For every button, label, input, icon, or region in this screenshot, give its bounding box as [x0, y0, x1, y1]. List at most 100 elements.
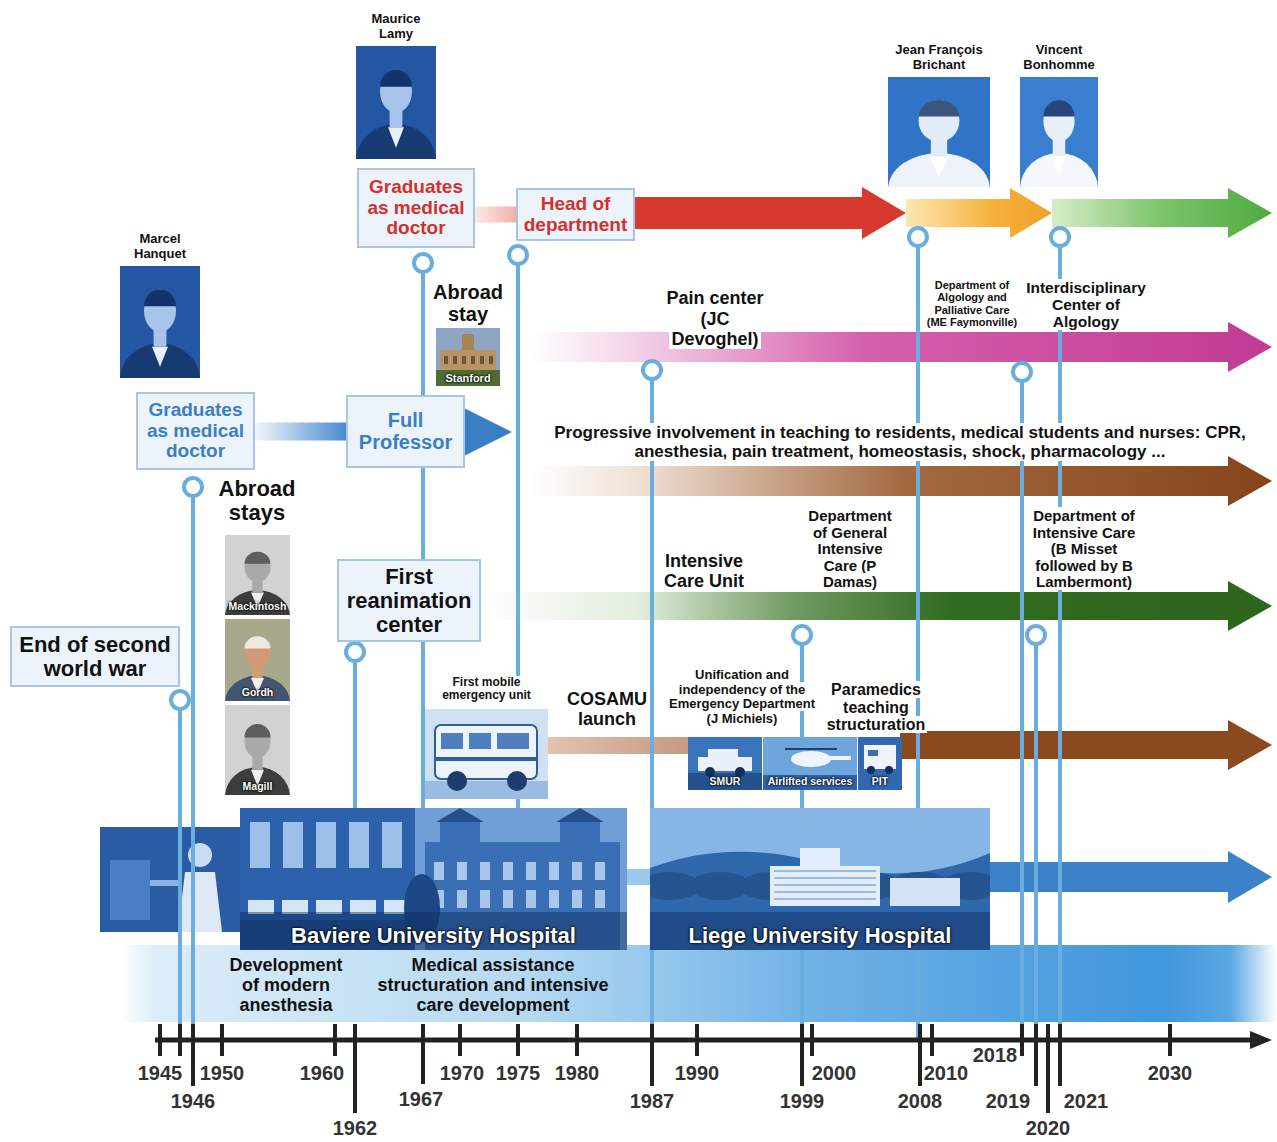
photo-tile: PIT	[858, 737, 902, 790]
period-label: Medical assistance structuration and int…	[375, 955, 610, 1015]
ambulance-body	[864, 745, 896, 769]
photo-background	[858, 737, 902, 790]
axis-ticks	[160, 1024, 1170, 1113]
portrait-photo: Marcel Hanquet	[120, 232, 200, 378]
photo-head	[245, 724, 271, 758]
event-dot	[509, 246, 527, 264]
year-label: 1946	[169, 1090, 218, 1112]
photo-head	[144, 289, 176, 332]
photo-frame: Stanford	[436, 328, 500, 386]
photo-ground	[436, 370, 500, 386]
photo-frame	[425, 709, 548, 799]
photo-body	[1020, 153, 1098, 187]
event-box: Full Professor	[346, 395, 465, 468]
building-window	[503, 862, 513, 880]
year-slot: 1987	[622, 1090, 682, 1113]
photo-collar	[1051, 156, 1067, 176]
photo-tile: SMUR	[688, 737, 762, 790]
note-slot: Progressive involvement in teaching to r…	[538, 423, 1262, 461]
building-window	[457, 890, 467, 908]
ward-window	[382, 822, 402, 868]
building-window	[549, 890, 559, 908]
portrait-drawing	[888, 77, 990, 187]
note-slot: Intensive Care Unit	[656, 551, 752, 591]
note-slot: Abroad stays	[211, 477, 303, 525]
axis-tick	[1046, 1024, 1050, 1113]
year-label: 2018	[971, 1044, 1020, 1066]
building-window	[503, 890, 513, 908]
axis-tick	[1058, 1024, 1062, 1086]
photo-ground	[425, 781, 548, 799]
photo-collar	[929, 156, 949, 176]
year-slot: 2010	[916, 1062, 976, 1085]
photo-road	[688, 773, 762, 790]
year-slot: 1962	[325, 1117, 385, 1140]
photo-head	[919, 100, 960, 142]
photo-background	[436, 328, 500, 386]
axis-tick	[575, 1024, 579, 1056]
event-box: End of second world war	[10, 626, 180, 687]
event-label: Graduates as medical doctor	[365, 177, 467, 239]
axis-tick	[178, 1024, 182, 1056]
photo-tile: Mackintosh	[225, 535, 290, 615]
stanford-building	[440, 350, 496, 372]
photo-hair	[144, 289, 176, 306]
timeline-note: COSAMU launch	[565, 689, 649, 729]
event-label: End of second world war	[18, 633, 172, 681]
event-dot	[1051, 228, 1069, 246]
photo-background	[225, 535, 290, 615]
axis-tick	[650, 1024, 654, 1086]
head-arrow	[628, 187, 906, 239]
helicopter-body	[791, 751, 831, 767]
axis-tick	[1168, 1024, 1172, 1056]
van-wheel	[507, 771, 527, 791]
year-label: 2021	[1062, 1090, 1111, 1112]
person-name: Vincent Bonhomme	[1020, 43, 1098, 73]
building-window	[480, 890, 490, 908]
photo-caption: SMUR	[710, 776, 741, 790]
building-window	[572, 862, 582, 880]
hospital-arrow	[985, 851, 1272, 903]
note-slot: COSAMU launch	[561, 689, 653, 729]
event-dots	[171, 228, 1069, 709]
timeline-note: Department of Intensive Care (B Misset f…	[1031, 507, 1138, 590]
photo-tile: Liege University Hospital	[650, 808, 990, 950]
photo-head	[245, 636, 271, 667]
photo-background	[100, 827, 240, 932]
ward-window	[316, 822, 336, 868]
building-window	[480, 862, 490, 880]
anesthesia-photo	[100, 827, 240, 932]
emergency-bar	[548, 737, 690, 754]
year-label: 1970	[438, 1062, 487, 1084]
event-dot	[909, 228, 927, 246]
van-body	[435, 725, 537, 779]
axis-tick	[516, 1024, 520, 1056]
caption-shade	[650, 912, 990, 950]
axis-tick	[918, 1024, 922, 1086]
photo-frame	[888, 77, 990, 187]
period-label: Development of modern anesthesia	[227, 955, 344, 1015]
note-slot: Interdisciplinary Center of Algology	[1023, 279, 1149, 330]
photo-hair	[245, 636, 271, 648]
timeline-note: Department of Algology and Palliative Ca…	[925, 279, 1019, 328]
caption-shade	[240, 912, 627, 950]
year-slot: 1945	[130, 1062, 190, 1085]
year-slot: 2019	[978, 1090, 1038, 1113]
photo-caption: Baviere University Hospital	[291, 924, 576, 950]
photo-body	[225, 590, 290, 615]
note-slot: Unification and independency of the Emer…	[666, 668, 818, 726]
event-leader	[191, 487, 195, 1040]
photo-body	[356, 124, 436, 159]
stanford-arch	[471, 356, 475, 364]
photo-tile: Airlifted services	[763, 737, 857, 790]
photo-background	[688, 737, 762, 790]
ambulance-wheel	[867, 766, 875, 774]
career-arrowhead	[464, 408, 512, 456]
timeline-note: Abroad stays	[217, 476, 298, 525]
axis-tick	[421, 1024, 425, 1084]
hospital-block	[770, 866, 880, 906]
photo-collar	[152, 347, 168, 367]
building-window	[434, 862, 444, 880]
photo-tile: Baviere University Hospital	[240, 808, 627, 950]
note-slot: Department of Intensive Care (B Misset f…	[1030, 508, 1138, 591]
